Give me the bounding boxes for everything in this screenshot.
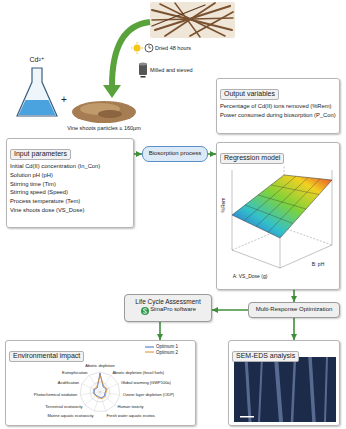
node-heading: SEM-EDS analysis xyxy=(232,351,299,362)
node-text: Power consumed during biosorption (P_Con… xyxy=(220,112,336,119)
simapro-logo xyxy=(140,306,150,316)
flask-icon xyxy=(17,68,57,116)
step-label: Milled and sieved xyxy=(150,67,193,73)
radar-chart xyxy=(80,372,120,411)
output-panel: Output variablesPercentage of Cd(II) ion… xyxy=(216,78,340,134)
legend-item: Optimum 2 xyxy=(145,350,178,356)
powder-pile xyxy=(72,101,136,123)
mill-icon xyxy=(139,63,147,78)
image-panel: SEM-EDS analysis xyxy=(228,340,340,426)
step-label: Dried 48 hours xyxy=(155,45,191,51)
flow-arrow xyxy=(134,153,142,155)
legend-text: Optimum 1 xyxy=(156,344,178,350)
node-heading: Output variables xyxy=(220,89,279,100)
node-text: Stirring time (Tim) xyxy=(10,181,130,188)
flow-arrow xyxy=(293,318,295,340)
logo-disc xyxy=(141,307,149,315)
logo-mark xyxy=(143,308,147,313)
axis-label: %Rem xyxy=(221,197,227,212)
node-text: Initial Cd(II) concentration (In_Con) xyxy=(10,163,130,170)
clock-icon xyxy=(145,44,153,52)
node-text: Percentage of Cd(II) ions removed (%Rem) xyxy=(220,103,336,110)
chart-legend: Optimum 1Optimum 2 xyxy=(145,344,178,355)
radar-axis-label: Fresh water aquatic ecotox. xyxy=(107,414,156,419)
node-heading: Regression model xyxy=(220,153,284,164)
legend-line-sample xyxy=(145,345,154,349)
node-text: SimaPro software xyxy=(128,306,208,313)
axis-label: A: VS_Dose (g) xyxy=(233,274,268,280)
legend-item: Optimum 1 xyxy=(145,344,178,350)
node-heading: Biosorption process xyxy=(146,150,204,158)
node-text: Process temperature (Tem) xyxy=(10,198,130,205)
flow-arrow xyxy=(208,153,216,155)
step-box: Multi-Response Optimization xyxy=(248,302,340,318)
sun-icon xyxy=(131,42,143,54)
legend-line xyxy=(145,346,154,347)
radar-axis-label: Abiotic depletion xyxy=(85,364,114,369)
plus-sign: + xyxy=(61,94,67,106)
sem-micrograph xyxy=(234,357,336,422)
vine-shoots-photo xyxy=(150,2,235,38)
flow-arrow xyxy=(293,290,295,302)
node-text: Stirring speed (Speed) xyxy=(10,189,130,196)
node-text: Solution pH (pH) xyxy=(10,172,130,179)
flow-arrow xyxy=(159,322,161,340)
radar-axis-label: Acidification xyxy=(58,380,79,385)
plot-panel: Regression model xyxy=(216,142,340,290)
node-heading: Input parameters xyxy=(10,149,71,160)
surface-plot xyxy=(232,166,332,268)
parameter-panel: Input parametersInitial Cd(II) concentra… xyxy=(6,138,134,228)
process-arrow xyxy=(103,22,150,98)
radar-axis-label: Photochemical oxidation xyxy=(34,393,77,398)
legend-line xyxy=(145,352,154,353)
radar-axis-label: Human toxicity xyxy=(117,405,143,410)
material-label: Vine shoots particles ≤ 160µm xyxy=(67,125,141,131)
node-text: Vine shoots dose (VS_Dose) xyxy=(10,207,130,214)
radar-axis-label: Marine aquatic ecotoxicity xyxy=(47,414,93,419)
node-heading: Life Cycle Assessment xyxy=(128,298,208,306)
legend-text: Optimum 2 xyxy=(156,350,178,356)
legend-line-sample xyxy=(145,350,154,354)
flow-arrow xyxy=(212,309,248,311)
radar-axis-label: Global warming (GWP100a) xyxy=(121,380,171,385)
node-heading: Environmental impact xyxy=(9,351,84,362)
axis-label: B: pH xyxy=(312,262,325,268)
node-heading: Multi-Response Optimization xyxy=(252,306,336,314)
radar-axis-label: Terrestrial ecotoxicity xyxy=(45,405,82,410)
process-box: Biosorption process xyxy=(142,146,208,162)
radar-axis-label: Abiotic depletion (fossil fuels) xyxy=(112,370,164,375)
radar-axis-label: Ozone layer depletion (ODP) xyxy=(123,393,174,398)
step-box: Life Cycle AssessmentSimaPro software xyxy=(124,294,212,322)
radar-axis-label: Eutrophication xyxy=(62,370,88,375)
ion-label: Cd²⁺ xyxy=(30,56,45,64)
